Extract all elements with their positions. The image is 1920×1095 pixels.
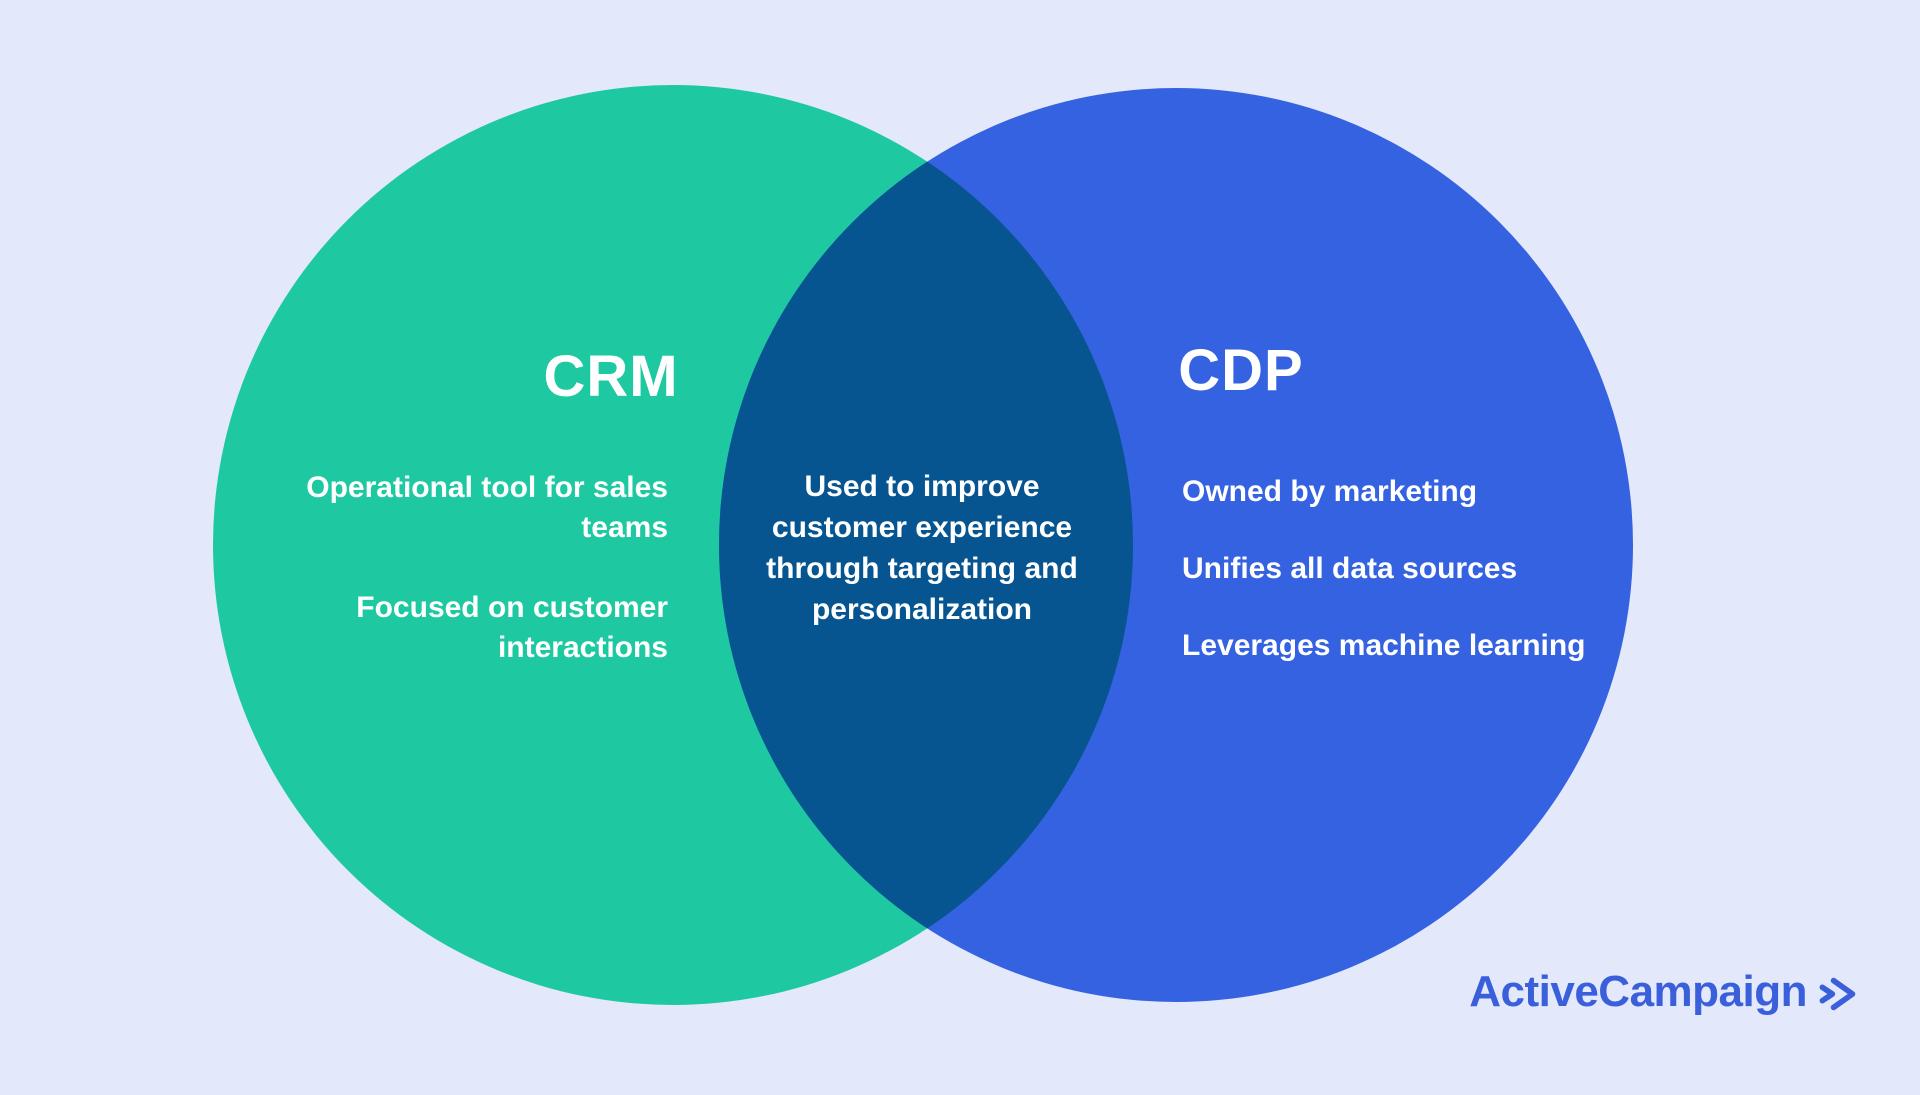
overlap-text-line: Used to improve bbox=[804, 470, 1040, 503]
cdp-item: Unifies all data sources bbox=[1182, 549, 1662, 589]
cdp-item-line: Owned by marketing bbox=[1182, 475, 1478, 508]
double-chevron-right-icon bbox=[1819, 977, 1856, 1011]
overlap-region bbox=[719, 88, 1133, 1002]
cdp-items: Owned by marketing Unifies all data sour… bbox=[1182, 472, 1662, 666]
cdp-item: Owned by marketing bbox=[1182, 472, 1662, 512]
crm-item-line: Focused on customer bbox=[356, 591, 668, 624]
cdp-title: CDP bbox=[1178, 338, 1304, 403]
crm-item-line: Operational tool for sales bbox=[306, 471, 668, 504]
overlap-text-line: through targeting and bbox=[766, 552, 1078, 585]
crm-items: Operational tool for sales teams Focused… bbox=[218, 468, 668, 668]
overlap-text: Used to improve customer experience thro… bbox=[757, 466, 1087, 630]
cdp-item-line: Unifies all data sources bbox=[1182, 552, 1518, 585]
cdp-item: Leverages machine learning bbox=[1182, 626, 1662, 666]
brand-logo: ActiveCampaign bbox=[1469, 968, 1858, 1016]
cdp-item-line: Leverages machine learning bbox=[1182, 629, 1586, 662]
chevron-small bbox=[1819, 984, 1836, 1004]
chevron-large bbox=[1830, 977, 1856, 1011]
overlap-text-line: personalization bbox=[811, 593, 1033, 626]
crm-item-line: teams bbox=[581, 511, 668, 544]
crm-item: Operational tool for sales teams bbox=[218, 468, 668, 548]
crm-item: Focused on customer interactions bbox=[218, 588, 668, 668]
brand-name: ActiveCampaign bbox=[1469, 967, 1807, 1016]
crm-title: CRM bbox=[543, 344, 679, 409]
overlap-text-line: customer experience bbox=[771, 511, 1073, 544]
crm-item-line: interactions bbox=[497, 631, 668, 664]
